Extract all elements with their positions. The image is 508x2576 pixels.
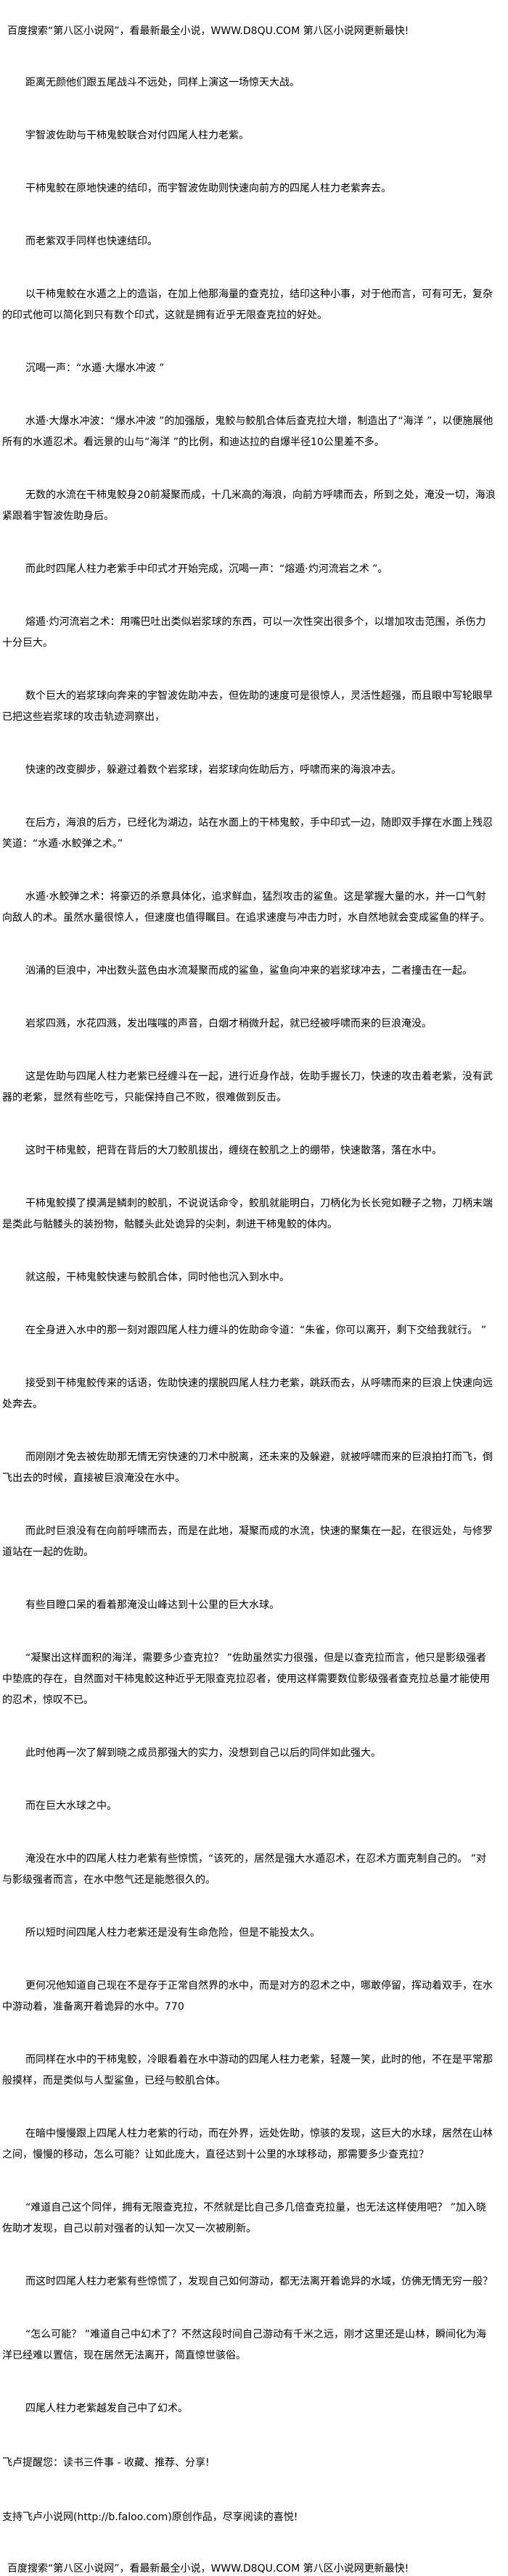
- story-paragraph: “难道自己这个同伴，拥有无限查克拉，不然就是比自己多几倍查克拉量，也无法这样使用…: [2, 2202, 486, 2235]
- story-paragraph: 而刚刚才免去被佐助那无情无穷快速的刀术中脱离，还未来的及躲避，就被呼啸而来的巨浪…: [2, 1451, 493, 1484]
- story-paragraph: 接受到干柿鬼鲛传来的话语，佐助快速的摆脱四尾人柱力老紫，跳跃而去，从呼啸而来的巨…: [2, 1378, 493, 1410]
- story-paragraph: 而这时四尾人柱力老紫有些惊慌了，发现自己如何游动，都无法离开着诡异的水域，仿佛无…: [25, 2276, 493, 2287]
- story-paragraph: 以干柿鬼鲛在水遁之上的造诣，在加上他那海量的查克拉，结印这种小事，对于他而言，可…: [2, 289, 493, 321]
- story-paragraph: 就这般，干柿鬼鲛快速与鲛肌合体，同时他也沉入到水中。: [25, 1272, 290, 1283]
- support-text: 支持飞卢小说网(http://b.faloo.com)原创作品，尽享阅读的喜悦!: [2, 2511, 298, 2523]
- paragraph-spacer: [2, 252, 496, 284]
- paragraph-spacer: [2, 2293, 496, 2324]
- paragraph-spacer: [2, 654, 496, 686]
- paragraph-spacer: [2, 1109, 496, 1140]
- paragraph-spacer: [2, 326, 496, 358]
- story-paragraph: 有些目瞪口呆的看着那淹没山峰达到十公里的巨大水球。: [25, 1599, 279, 1611]
- story-paragraph: 干柿鬼鲛在原地快速的结印，而宇智波佐助则快速向前方的四尾人柱力老紫奔去。: [25, 183, 391, 194]
- story-paragraph: 在暗中慢慢跟上四尾人柱力老紫的行动，而在外界，远处佐助，惊骇的发现，这巨大的水球…: [2, 2128, 493, 2161]
- paragraph-spacer: [2, 146, 496, 178]
- story-paragraph: 所以短时间四尾人柱力老紫还是没有生命危险，但是不能投太久。: [25, 1927, 320, 1939]
- story-paragraph: 熔遁·灼河流岩之术：用嘴巴吐出类似岩浆球的东西，可以一次性突出很多个，以增加攻击…: [2, 616, 486, 649]
- story-paragraph: 水遁·水鲛弹之术：将豪迈的杀意具体化，追求鲜血，猛烈攻击的鲨鱼。这是掌握大量的水…: [2, 891, 490, 924]
- story-paragraph: 沉喝一声：“水遁·大爆水冲波 ”: [25, 363, 165, 374]
- story-paragraph: 宇智波佐助与干柿鬼鲛联合对付四尾人柱力老紫。: [25, 130, 249, 141]
- spacer: [0, 2419, 508, 2453]
- paragraph-spacer: [2, 1415, 496, 1447]
- story-paragraph: 而此时四尾人柱力老紫手中印式才开始完成，沉喝一声：“熔遁·灼河流岩之术 ”。: [25, 563, 388, 575]
- story-paragraph: 更何况他知道自己现在不是存于正常自然界的水中，而是对方的忍术之中，哪敢停留，挥动…: [2, 1980, 493, 2013]
- paragraph-spacer: [2, 1817, 496, 1849]
- paragraph-spacer: [2, 1489, 496, 1521]
- story-paragraph: 此时他再一次了解到晓之成员那强大的实力，没想到自己以后的同伴如此强大。: [25, 1747, 381, 1759]
- story-paragraph: 干柿鬼鲛摸了摸满是鳞刺的鲛肌，不说说话命令，鲛肌就能明白，刀柄化为长长宛如鞭子之…: [2, 1198, 493, 1230]
- story-paragraph: 这是佐助与四尾人柱力老紫已经缠斗在一起，进行近身作战，佐助手握长刀，快速的攻击着…: [2, 1071, 493, 1103]
- spacer: [0, 2528, 508, 2561]
- story-paragraph: 而老紫双手同样也快速结印。: [25, 236, 157, 247]
- story-paragraph: 岩浆四溅，水花四溅，发出嗤嗤的声音，白烟才稍微升起，就已经被呼啸而来的巨浪淹没。: [25, 1018, 432, 1030]
- story-paragraph: 在全身进入水中的那一刻对跟四尾人柱力缠斗的佐助命令道：“朱雀，你可以离开，剩下交…: [25, 1325, 486, 1336]
- story-paragraph: 距离无颜他们跟五尾战斗不远处，同样上演这一场惊天大战。: [25, 77, 300, 88]
- paragraph-spacer: [2, 1288, 496, 1320]
- story-paragraph: 在后方，海浪的后方，已经化为湖边，站在水面上的干柿鬼鲛，手中印式一边，随即双手撑…: [2, 817, 493, 850]
- paragraph-spacer: [2, 781, 496, 813]
- paragraph-spacer: [2, 1944, 496, 1976]
- paragraph-spacer: [2, 855, 496, 887]
- paragraph-spacer: [2, 1035, 496, 1067]
- story-paragraph: 而此时巨浪没有在向前呼啸而去，而是在此地，凝聚而成的水流，快速的聚集在一起，在很…: [2, 1525, 493, 1558]
- paragraph-spacer: [2, 2092, 496, 2124]
- story-paragraph: 汹涌的巨浪中，冲出数头蓝色由水流凝聚而成的鲨鱼，鲨鱼向冲来的岩浆球冲去，二者撞击…: [25, 965, 472, 977]
- paragraph-spacer: [2, 982, 496, 1014]
- paragraph-spacer: [2, 1341, 496, 1373]
- paragraph-spacer: [2, 2240, 496, 2271]
- paragraph-spacer: [2, 379, 496, 411]
- story-paragraph: 而在巨大水球之中。: [25, 1800, 117, 1812]
- story-paragraph: 快速的改变脚步，躲避过着数个岩浆球，岩浆球向佐助后方，呼啸而来的海浪冲去。: [25, 764, 401, 776]
- paragraph-spacer: [2, 1764, 496, 1796]
- paragraph-spacer: [2, 580, 496, 612]
- header-banner: 百度搜索“第八区小说网”，看最新最全小说，WWW.D8QU.COM 第八区小说网…: [7, 25, 409, 37]
- story-paragraph: 四尾人柱力老紫越发自己中了幻术。: [25, 2403, 188, 2414]
- reminder-text: 飞卢提醒您：读书三件事 - 收藏、推荐、分享!: [2, 2457, 210, 2469]
- chapter-content: 距离无颜他们跟五尾战斗不远处，同样上演这一场惊天大战。宇智波佐助与干柿鬼鲛联合对…: [0, 73, 496, 2419]
- paragraph-spacer: [2, 527, 496, 559]
- paragraph-spacer: [2, 1235, 496, 1267]
- paragraph-spacer: [2, 2018, 496, 2050]
- story-paragraph: 无数的水流在干柿鬼鲛身20前凝聚而成，十几米高的海浪，向前方呼啸而去，所到之处，…: [2, 489, 496, 522]
- paragraph-spacer: [2, 728, 496, 760]
- paragraph-spacer: [2, 2366, 496, 2398]
- story-paragraph: “凝聚出这样面积的海洋，需要多少查克拉？ ”佐助虽然实力很强，但是以查克拉而言，…: [2, 1652, 490, 1706]
- story-paragraph: 淹没在水中的四尾人柱力老紫有些惊慌，“该死的，居然是强大水遁忍术，在忍术方面克制…: [2, 1853, 486, 1886]
- story-paragraph: 水遁·大爆水冲波：“爆水冲波 ”的加强版，鬼鲛与鲛肌合体后查克拉大增，制造出了“…: [2, 415, 493, 448]
- story-paragraph: 这时干柿鬼鲛，把背在背后的大刀鲛肌拔出，缠绕在鲛肌之上的绷带，快速散落，落在水中…: [25, 1145, 442, 1156]
- story-paragraph: “怎么可能？ ”难道自己中幻术了？不然这段时间自己游动有千米之远，刚才这里还是山…: [2, 2329, 486, 2361]
- paragraph-spacer: [2, 1891, 496, 1923]
- paragraph-spacer: [2, 929, 496, 961]
- paragraph-spacer: [2, 453, 496, 485]
- story-paragraph: 而同样在水中的干柿鬼鲛，冷眼看着在水中游动的四尾人柱力老紫，轻蔑一笑，此时的他，…: [2, 2054, 493, 2087]
- spacer: [0, 2474, 508, 2507]
- paragraph-spacer: [2, 94, 496, 125]
- paragraph-spacer: [2, 199, 496, 231]
- paragraph-spacer: [2, 1161, 496, 1193]
- paragraph-spacer: [2, 2166, 496, 2198]
- spacer: [0, 38, 508, 73]
- footer-banner: 百度搜索“第八区小说网”，看最新最全小说，WWW.D8QU.COM 第八区小说网…: [7, 2563, 409, 2575]
- paragraph-spacer: [2, 1563, 496, 1595]
- story-paragraph: 数个巨大的岩浆球向奔来的宇智波佐助冲去，但佐助的速度可是很惊人，灵活性超强，而且…: [2, 690, 493, 723]
- paragraph-spacer: [2, 1616, 496, 1648]
- paragraph-spacer: [2, 1711, 496, 1743]
